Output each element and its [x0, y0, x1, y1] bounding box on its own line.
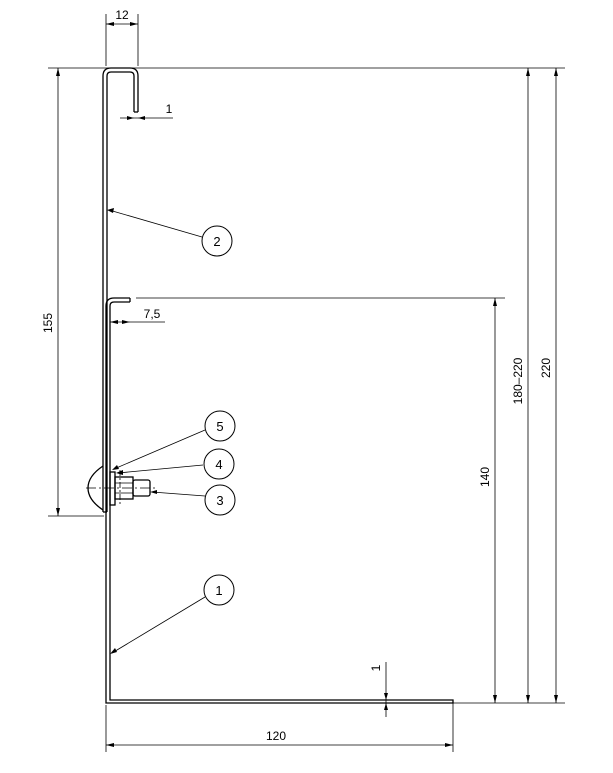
balloon-5: 5: [204, 410, 236, 442]
dim-top-thickness: 1: [166, 102, 173, 116]
part-1-inner-profile: [105, 297, 454, 704]
balloon-4: 4: [203, 448, 235, 480]
dim-range-height: 180–220: [511, 357, 525, 404]
dim-bottom-thickness: 1: [369, 664, 383, 671]
leader-lines: [107, 208, 206, 654]
dim-left-height: 155: [41, 313, 55, 333]
balloon-label: 5: [216, 419, 223, 434]
balloon-label: 2: [213, 234, 220, 249]
dim-inner-height: 140: [478, 467, 492, 487]
balloon-label: 1: [215, 583, 222, 598]
balloon-label: 4: [215, 457, 222, 472]
fastener-assembly: [86, 465, 155, 511]
dim-mid-offset: 7,5: [144, 307, 161, 321]
balloon-2: 2: [201, 225, 233, 257]
dim-total-height: 220: [539, 358, 553, 378]
dim-bottom-length: 120: [266, 729, 286, 743]
dim-top-width: 12: [115, 8, 129, 22]
balloon-3: 3: [204, 484, 236, 516]
part-2-outer-profile: [102, 67, 139, 513]
balloon-1: 1: [203, 574, 235, 606]
extension-lines: [48, 14, 565, 752]
balloon-label: 3: [216, 493, 223, 508]
dimension-lines: [56, 22, 558, 747]
